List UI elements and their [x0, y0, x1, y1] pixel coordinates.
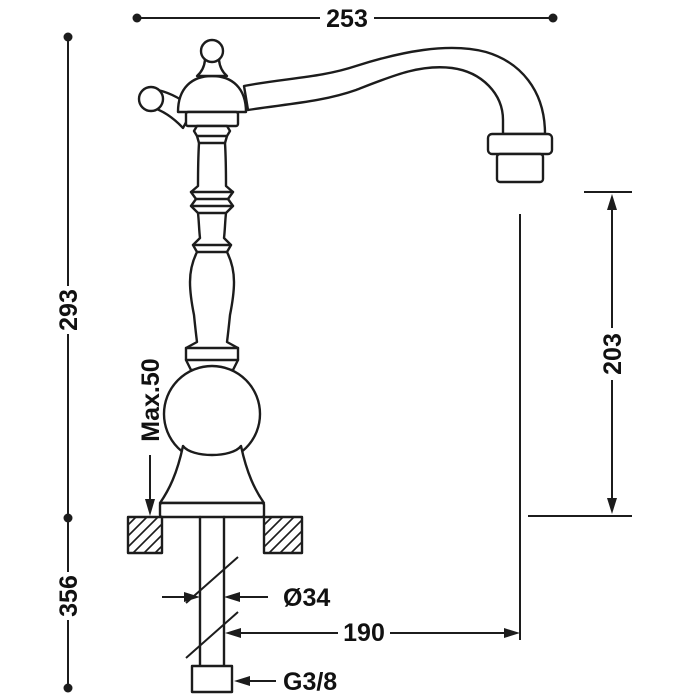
label-top-width: 253	[326, 5, 368, 33]
break-slash-upper	[185, 556, 239, 604]
dim-endpoint-dot	[132, 13, 142, 23]
spout-outlet-tip	[495, 152, 545, 184]
dimension-spout-height: 203	[528, 191, 632, 517]
arrowhead-down	[607, 498, 617, 514]
deck-hatching	[127, 516, 303, 554]
dim-endpoint-dot	[63, 513, 73, 523]
break-slash-lower	[185, 611, 239, 659]
cap-dome	[176, 74, 248, 114]
spout-outlet-flange	[486, 132, 554, 156]
label-spout-reach: 190	[343, 619, 385, 647]
body-sphere	[162, 364, 262, 464]
mounting-deck	[126, 515, 304, 555]
label-height-lower: 356	[55, 575, 83, 617]
supply-shank	[185, 515, 239, 694]
handle-ball	[137, 85, 165, 113]
dimension-left-heights: 293 356	[55, 32, 83, 693]
arrowhead-left	[234, 676, 250, 686]
dimension-hole-diameter: Ø34	[162, 584, 330, 612]
dimension-spout-reach: 190	[225, 619, 520, 647]
finial-flare	[195, 58, 229, 78]
deck-right-section	[262, 515, 304, 555]
label-hole-diameter: Ø34	[283, 584, 330, 612]
arrowhead-down	[145, 499, 155, 516]
spout-curve	[242, 46, 547, 136]
label-spout-height: 203	[599, 333, 627, 375]
dimension-max-deck: Max.50	[137, 358, 165, 516]
base-flare	[158, 444, 266, 505]
column-ring-lines	[184, 134, 240, 362]
deck-left-section	[126, 515, 164, 555]
label-max-deck: Max.50	[137, 358, 165, 441]
arrowhead-right	[504, 628, 520, 638]
cap-rim-band	[184, 110, 240, 128]
dim-endpoint-dot	[548, 13, 558, 23]
arrowhead-left	[224, 592, 240, 602]
base-plate	[158, 501, 266, 519]
arrowhead-up	[607, 194, 617, 210]
label-height-upper: 293	[55, 289, 83, 331]
finial-ball	[199, 38, 225, 64]
dim-endpoint-dot	[63, 32, 73, 42]
dimension-thread: G3/8	[234, 668, 337, 696]
label-thread-size: G3/8	[283, 668, 337, 696]
dimension-top-width: 253	[132, 5, 558, 33]
faucet-outline	[126, 38, 554, 694]
arrowhead-right	[184, 592, 200, 602]
dim-endpoint-dot	[63, 683, 73, 693]
column-baluster	[184, 124, 240, 372]
arrowhead-left	[225, 628, 241, 638]
thread-connector	[190, 664, 234, 694]
